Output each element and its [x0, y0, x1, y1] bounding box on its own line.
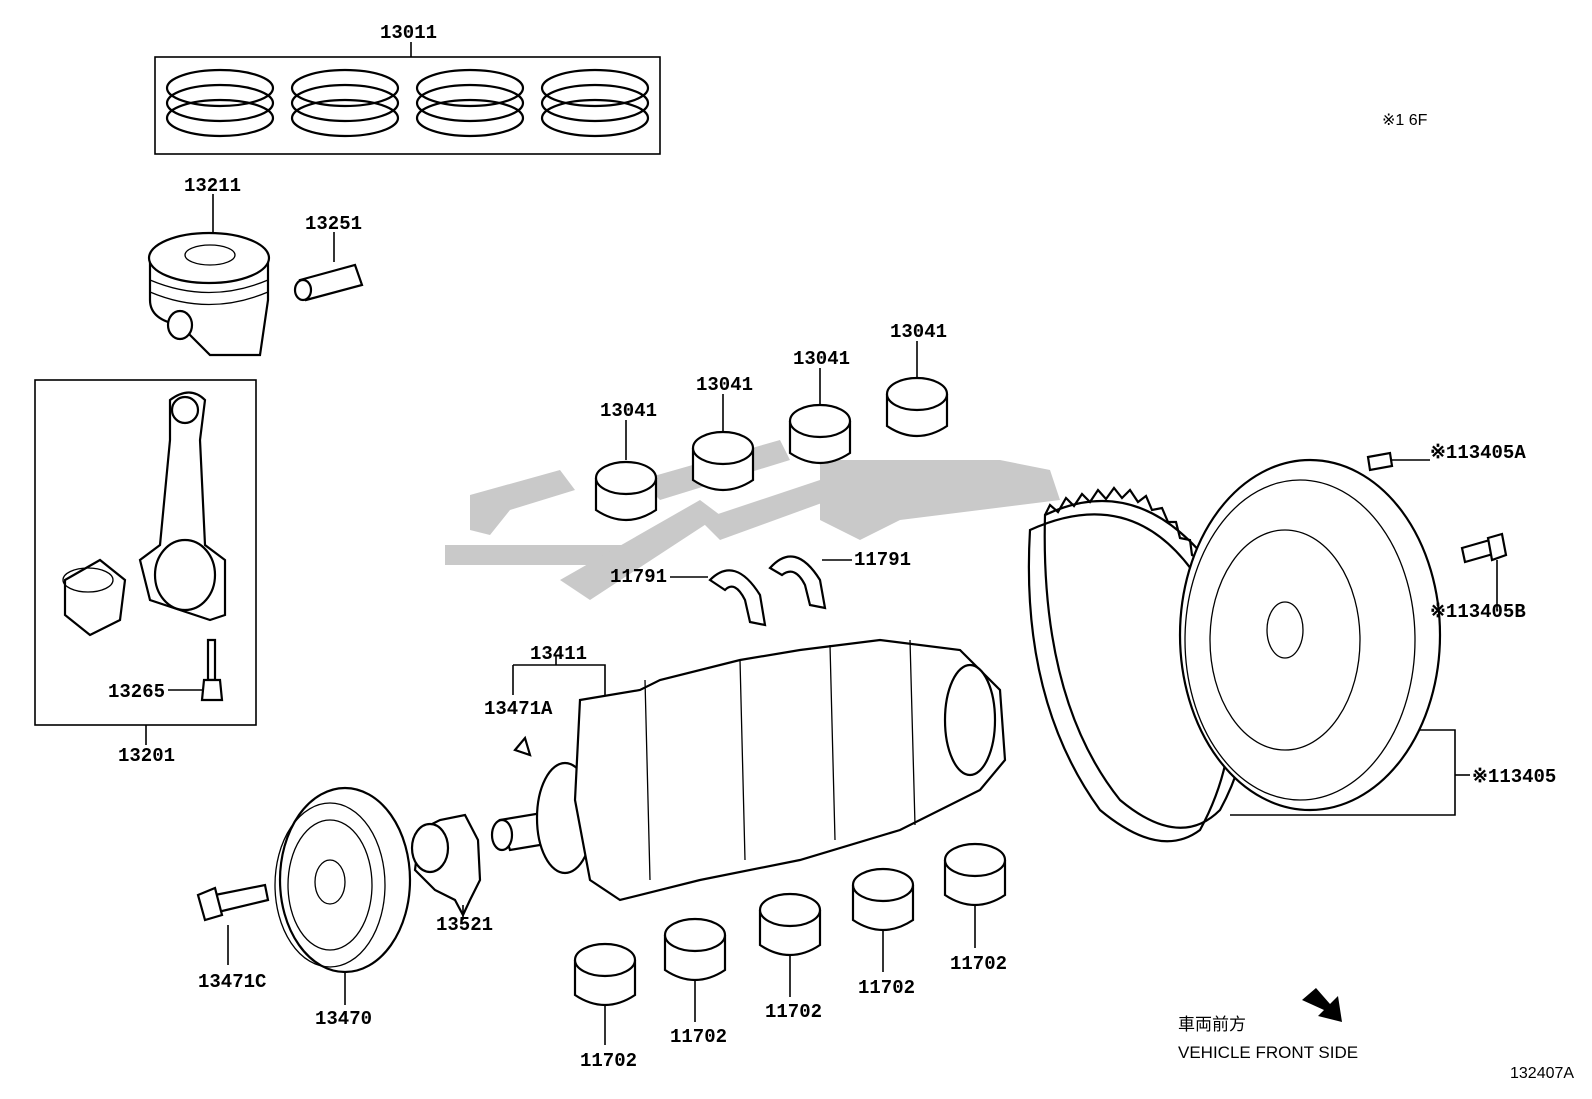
label-flywheel-bolt: ※113405B [1430, 601, 1526, 623]
pulley-bolt [196, 883, 270, 965]
front-direction-arrow [1302, 988, 1342, 1022]
ring-gear [1027, 486, 1250, 843]
label-crankshaft: 13411 [530, 643, 588, 665]
connecting-rod-assembly [34, 379, 257, 745]
label-bearing-lower-1: 11702 [580, 1050, 638, 1072]
label-bearing-lower-3: 11702 [765, 1001, 823, 1023]
label-bearing-lower-4: 11702 [858, 977, 916, 999]
label-rod-bolt: 13265 [108, 681, 166, 703]
label-crank-sprocket: 13521 [436, 914, 494, 936]
label-thrust-washer-2: 11791 [854, 549, 912, 571]
piston-ring-set [154, 42, 661, 155]
crank-bearings-upper [594, 341, 949, 521]
label-thrust-washer-1: 11791 [610, 566, 668, 588]
flywheel-bolts [1366, 451, 1508, 610]
label-pulley-bolt: 13471C [198, 971, 267, 993]
front-side-label-jp: 車両前方 [1178, 1015, 1246, 1034]
front-side-label-en: VEHICLE FRONT SIDE [1178, 1043, 1359, 1062]
label-bearing-upper-3: 13041 [793, 348, 851, 370]
label-bearing-lower-5: 11702 [950, 953, 1008, 975]
piston-pin [293, 232, 364, 302]
label-bearing-lower-2: 11702 [670, 1026, 728, 1048]
label-piston-ring-set: 13011 [380, 22, 438, 44]
crank-bearings-lower [573, 842, 1007, 1045]
label-piston-pin: 13251 [305, 213, 363, 235]
label-flywheel: ※113405 [1472, 766, 1557, 788]
label-crank-key: 13471A [484, 698, 553, 720]
label-connecting-rod: 13201 [118, 745, 176, 767]
piston [147, 194, 271, 357]
crank-pulley [274, 786, 412, 1005]
label-bearing-upper-1: 13041 [600, 400, 658, 422]
crank-sprocket [410, 813, 482, 920]
label-bearing-upper-4: 13041 [890, 321, 948, 343]
label-flywheel-pin: ※113405A [1430, 442, 1526, 464]
label-crank-pulley: 13470 [315, 1008, 373, 1030]
thrust-washers [670, 555, 852, 627]
figure-number: 132407A [1510, 1065, 1575, 1082]
flywheel [1178, 458, 1470, 816]
note-16f: ※1 6F [1382, 112, 1428, 129]
label-piston: 13211 [184, 175, 242, 197]
crankshaft [490, 638, 1007, 902]
label-bearing-upper-2: 13041 [696, 374, 754, 396]
